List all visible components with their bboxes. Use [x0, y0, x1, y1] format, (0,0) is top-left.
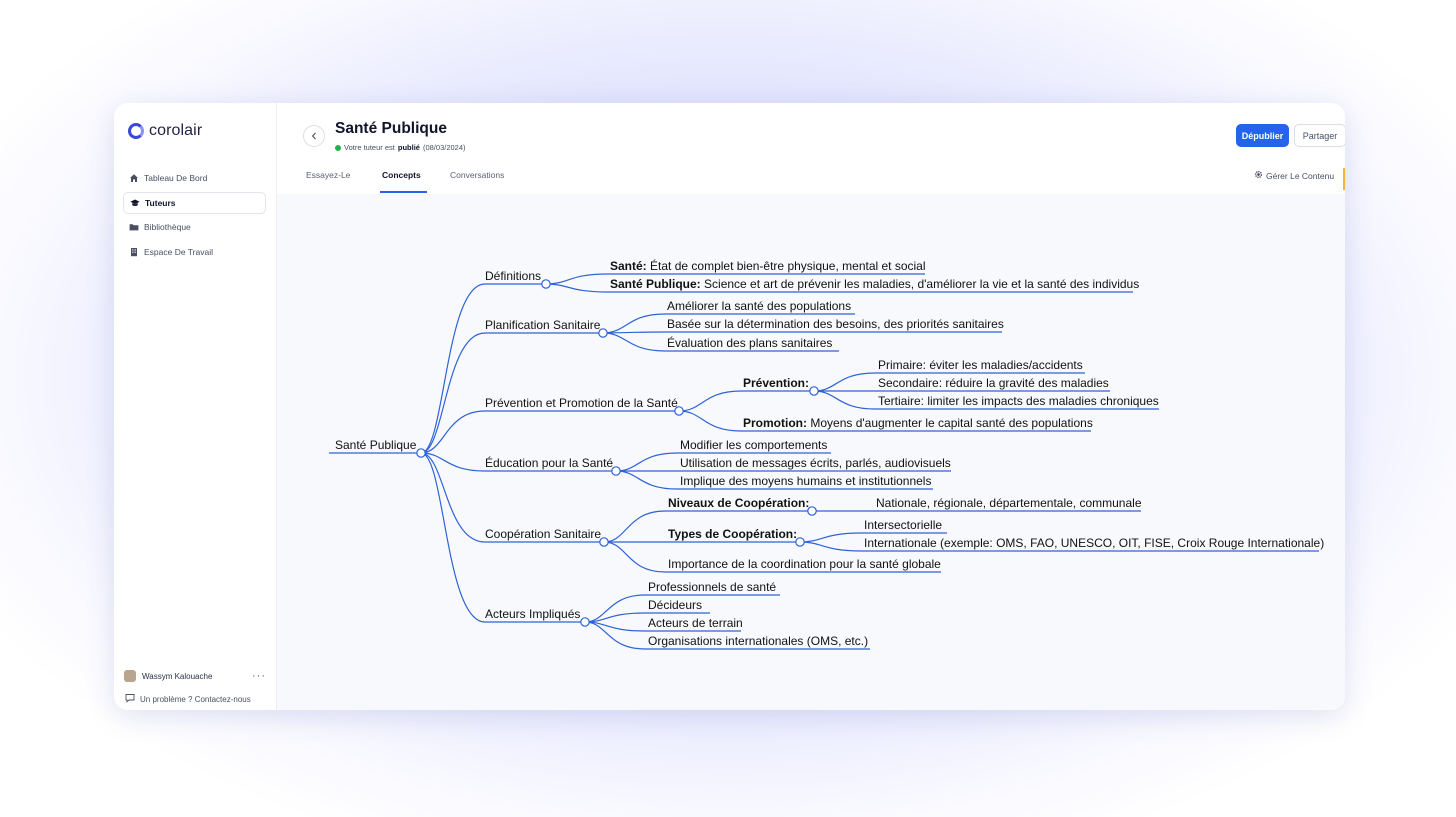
sidebar-item-tableau-de-bord[interactable]: Tableau De Bord — [123, 167, 266, 189]
status-dot-icon — [335, 144, 341, 151]
node-sante-publique[interactable]: Santé Publique: Science et art de préven… — [610, 277, 1139, 291]
node-types[interactable]: Types de Coopération: — [668, 527, 797, 541]
sidebar-item-espace-de-travail[interactable]: Espace De Travail — [123, 241, 266, 263]
root-node[interactable]: Santé Publique — [335, 438, 417, 452]
publish-status: Votre tuteur est publié (08/03/2024) — [335, 143, 466, 152]
tab-essayez-le[interactable]: Essayez-Le — [306, 170, 351, 180]
status-strong: publié — [397, 143, 420, 152]
node-toggle[interactable] — [541, 279, 551, 289]
sidebar-item-label: Espace De Travail — [144, 246, 213, 257]
help-link[interactable]: Un problème ? Contactez-nous — [125, 693, 251, 705]
branch-cooperation[interactable]: Coopération Sanitaire — [485, 527, 601, 541]
node-internationale[interactable]: Internationale (exemple: OMS, FAO, UNESC… — [864, 536, 1324, 550]
logo-icon — [128, 123, 144, 139]
sidebar-item-label: Bibliothèque — [144, 222, 191, 232]
help-label: Un problème ? Contactez-nous — [140, 694, 251, 704]
node-toggle[interactable] — [599, 537, 609, 547]
graduation-cap-icon — [130, 198, 140, 208]
sidebar-item-label: Tuteurs — [145, 197, 176, 208]
node-bold-label: Promotion: — [743, 416, 807, 430]
sidebar-item-bibliotheque[interactable]: Bibliothèque — [123, 216, 266, 238]
back-button[interactable] — [303, 125, 325, 147]
node-basee[interactable]: Basée sur la détermination des besoins, … — [667, 317, 1004, 331]
home-icon — [129, 173, 139, 183]
page-title: Santé Publique — [335, 120, 447, 137]
app-window: corolair Tableau De Bord Tuteurs Bibliot… — [114, 103, 1345, 710]
manage-content-button[interactable]: Gérer Le Contenu — [1254, 170, 1334, 181]
gear-icon — [1254, 170, 1263, 181]
branch-prevention-promotion[interactable]: Prévention et Promotion de la Santé — [485, 396, 678, 410]
user-profile[interactable]: Wassym Kalouache ··· — [124, 670, 266, 682]
main-content: Santé Publique Votre tuteur est publié (… — [277, 103, 1345, 710]
node-prevention[interactable]: Prévention: — [743, 376, 809, 390]
node-sante[interactable]: Santé: État de complet bien-être physiqu… — [610, 258, 926, 273]
sidebar-item-tuteurs[interactable]: Tuteurs — [123, 191, 266, 214]
node-tertiaire[interactable]: Tertiaire: limiter les impacts des malad… — [878, 394, 1159, 408]
root-node-toggle[interactable] — [416, 448, 426, 458]
user-name: Wassym Kalouache — [142, 671, 213, 681]
node-toggle[interactable] — [598, 328, 608, 338]
node-text: Science et art de prévenir les maladies,… — [704, 277, 1139, 291]
manage-label: Gérer Le Contenu — [1266, 170, 1335, 181]
node-nationale[interactable]: Nationale, régionale, départementale, co… — [876, 496, 1142, 510]
page-header: Santé Publique Votre tuteur est publié (… — [277, 103, 1345, 195]
chevron-left-icon — [310, 127, 318, 145]
tab-concepts[interactable]: Concepts — [382, 170, 421, 180]
node-text: Moyens d'augmenter le capital santé des … — [810, 416, 1092, 430]
mindmap[interactable]: Santé Publique Définitions Planification… — [277, 194, 1345, 710]
concept-map-canvas[interactable]: Santé Publique Définitions Planification… — [277, 194, 1345, 710]
brand-name: corolair — [149, 122, 203, 139]
node-toggle[interactable] — [674, 406, 684, 416]
chat-bubble-icon — [125, 693, 135, 705]
node-acteurs-terrain[interactable]: Acteurs de terrain — [648, 616, 743, 630]
sidebar-item-label: Tableau De Bord — [144, 173, 208, 183]
active-tab-indicator — [380, 191, 427, 193]
scroll-indicator — [1343, 168, 1345, 190]
branch-acteurs[interactable]: Acteurs Impliqués — [485, 607, 580, 621]
node-intersectorielle[interactable]: Intersectorielle — [864, 518, 942, 532]
node-toggle[interactable] — [795, 537, 805, 547]
node-importance[interactable]: Importance de la coordination pour la sa… — [668, 557, 941, 571]
status-prefix: Votre tuteur est — [344, 143, 395, 152]
node-secondaire[interactable]: Secondaire: réduire la gravité des malad… — [878, 376, 1109, 390]
node-utilisation[interactable]: Utilisation de messages écrits, parlés, … — [680, 456, 951, 470]
node-toggle[interactable] — [809, 386, 819, 396]
folder-icon — [129, 222, 139, 232]
node-professionnels[interactable]: Professionnels de santé — [648, 580, 776, 594]
unpublish-button[interactable]: Dépublier — [1236, 124, 1289, 147]
node-bold-label: Santé: — [610, 259, 647, 273]
branch-definitions[interactable]: Définitions — [485, 269, 541, 283]
node-promotion[interactable]: Promotion: Moyens d'augmenter le capital… — [743, 416, 1093, 430]
node-toggle[interactable] — [611, 466, 621, 476]
share-button[interactable]: Partager — [1294, 124, 1345, 147]
node-implique[interactable]: Implique des moyens humains et instituti… — [680, 474, 931, 488]
node-decideurs[interactable]: Décideurs — [648, 598, 702, 612]
sidebar-nav: Tableau De Bord Tuteurs Bibliothèque Esp… — [123, 167, 266, 265]
avatar — [124, 670, 136, 682]
branch-education[interactable]: Éducation pour la Santé — [485, 455, 613, 470]
more-options-icon[interactable]: ··· — [252, 670, 266, 682]
node-niveaux[interactable]: Niveaux de Coopération: — [668, 496, 809, 510]
sidebar: corolair Tableau De Bord Tuteurs Bibliot… — [114, 103, 277, 710]
brand-logo[interactable]: corolair — [128, 122, 202, 140]
node-primaire[interactable]: Primaire: éviter les maladies/accidents — [878, 358, 1083, 372]
node-modifier[interactable]: Modifier les comportements — [680, 438, 827, 452]
branch-planification[interactable]: Planification Sanitaire — [485, 318, 601, 332]
node-bold-label: Santé Publique: — [610, 277, 701, 291]
node-ameliorer[interactable]: Améliorer la santé des populations — [667, 299, 851, 313]
building-icon — [129, 247, 139, 257]
node-toggle[interactable] — [807, 506, 817, 516]
node-toggle[interactable] — [580, 617, 590, 627]
node-organisations[interactable]: Organisations internationales (OMS, etc.… — [648, 634, 868, 648]
tab-conversations[interactable]: Conversations — [450, 170, 505, 180]
node-text: État de complet bien-être physique, ment… — [650, 258, 925, 273]
status-date: (08/03/2024) — [422, 143, 466, 152]
node-evaluation[interactable]: Évaluation des plans sanitaires — [667, 335, 832, 350]
